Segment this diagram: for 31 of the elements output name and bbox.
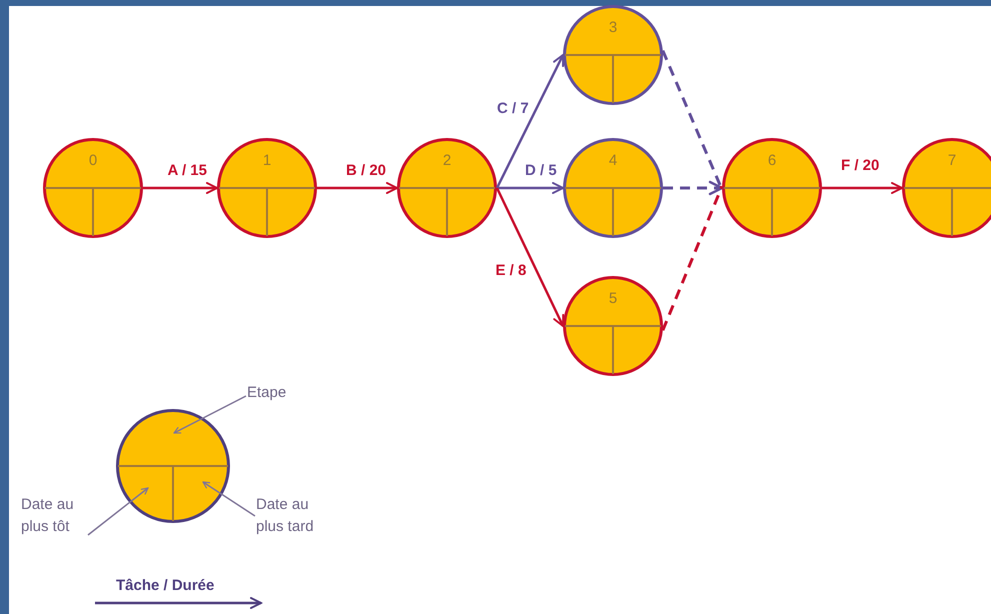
- arrow: [822, 182, 903, 194]
- event-number: 4: [608, 152, 618, 169]
- legend-label: Tâche / Durée: [116, 577, 214, 594]
- leader-line: [88, 487, 149, 536]
- arrow: [143, 182, 218, 194]
- event-circle: [563, 276, 663, 376]
- event-number: 1: [262, 152, 272, 169]
- arrow: [317, 182, 398, 194]
- event-number: 0: [88, 152, 98, 169]
- event-number: 6: [766, 152, 778, 169]
- leader-line: [173, 395, 246, 434]
- event-circle: [722, 138, 822, 238]
- event-circle: [563, 138, 663, 238]
- dashed-arrow: [663, 180, 724, 196]
- event-number: 7: [946, 152, 958, 169]
- arrow: [496, 54, 564, 189]
- arrow: [497, 182, 564, 194]
- event-number: 2: [442, 152, 452, 169]
- edge-label: C / 7: [495, 100, 531, 116]
- event-circle: [217, 138, 317, 238]
- event-number: 5: [608, 290, 618, 307]
- leader-line: [202, 481, 256, 517]
- annotation-label: Date au plus tôt: [21, 494, 87, 538]
- event-number: 3: [608, 19, 618, 36]
- event-circle: [397, 138, 497, 238]
- arrow: [496, 187, 564, 327]
- event-circle: [116, 409, 230, 523]
- annotation-label: Date au plus tard: [256, 494, 336, 538]
- event-circle: [43, 138, 143, 238]
- annotation-label: Etape: [247, 382, 307, 404]
- event-circle: [563, 5, 663, 105]
